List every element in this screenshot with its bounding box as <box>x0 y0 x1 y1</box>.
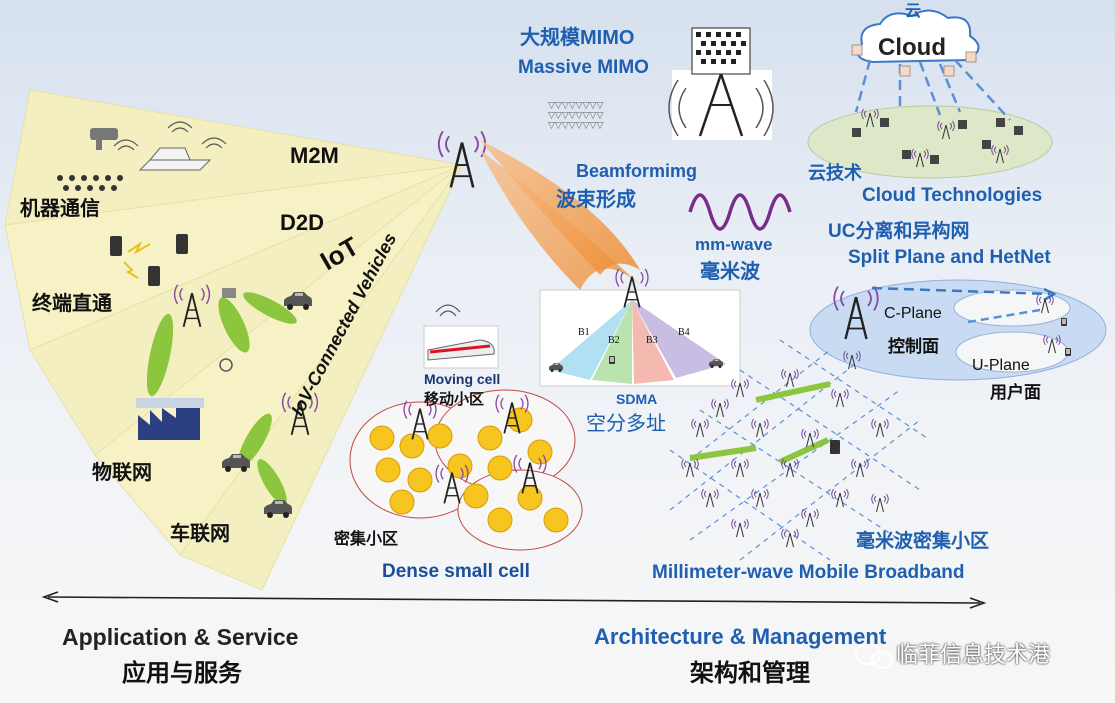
vehicle-network-label: 车联网 <box>170 523 230 545</box>
fan-background <box>4 89 463 591</box>
terminal-direct-label: 终端直通 <box>32 293 112 315</box>
cplane-cn-label: 控制面 <box>888 337 939 356</box>
massive-mimo-en-label: Massive MIMO <box>518 57 649 78</box>
beam-b3-label: B3 <box>646 335 658 346</box>
beamforming-cn-label: 波束形成 <box>556 189 636 211</box>
sdma-cn-label: 空分多址 <box>586 413 666 435</box>
iot-cn-label: 物联网 <box>92 462 152 484</box>
massive-mimo-cn-label: 大规模MIMO <box>520 27 635 49</box>
moving-cell-cn-label: 移动小区 <box>424 391 485 408</box>
application-service-en-label: Application & Service <box>62 624 299 650</box>
moving-cell-train-icon <box>423 304 499 369</box>
sdma-diagram <box>539 268 741 387</box>
massive-mimo-icon <box>668 27 774 140</box>
sdma-en-label: SDMA <box>616 391 658 407</box>
cloud-tech-en-label: Cloud Technologies <box>862 185 1043 206</box>
cloud-cn-label: 云 <box>905 3 922 20</box>
svg-text:▽▽▽▽▽▽▽▽: ▽▽▽▽▽▽▽▽ <box>548 101 603 111</box>
beam-b1-label: B1 <box>578 327 590 338</box>
split-en-label: Split Plane and HetNet <box>848 247 1051 268</box>
antenna-array-icon: ▽▽▽▽▽▽▽▽ ▽▽▽▽▽▽▽▽ ▽▽▽▽▽▽▽▽ <box>548 101 603 131</box>
watermark-text: 临菲信息技术港 <box>896 642 1051 667</box>
uplane-cn-label: 用户面 <box>990 383 1041 402</box>
d2d-phones-icon <box>110 234 188 286</box>
iot-links-icon <box>136 283 312 440</box>
beam-b2-label: B2 <box>608 335 620 346</box>
m2m-devices-icon <box>57 121 227 191</box>
application-service-cn-label: 应用与服务 <box>122 660 242 687</box>
watermark-logo-icon <box>855 643 893 669</box>
mmwave-dense-cn-label: 毫米波密集小区 <box>856 531 990 552</box>
moving-cell-en-label: Moving cell <box>424 371 501 387</box>
beam-b4-label: B4 <box>678 327 690 338</box>
mmwave-broadband-en-label: Millimeter-wave Mobile Broadband <box>652 562 965 583</box>
beam-to-sdma-2 <box>480 140 640 275</box>
svg-text:▽▽▽▽▽▽▽▽: ▽▽▽▽▽▽▽▽ <box>548 121 603 131</box>
mmwave-mesh-icon <box>669 339 931 561</box>
dense-en-label: Dense small cell <box>382 561 530 582</box>
d2d-label: D2D <box>280 210 325 235</box>
iov-links-icon <box>222 391 319 518</box>
timeline-arrow <box>41 591 987 609</box>
split-cn-label: UC分离和异构网 <box>828 221 970 242</box>
mmwave-en-label: mm-wave <box>695 235 773 254</box>
architecture-management-cn-label: 架构和管理 <box>690 660 810 687</box>
machine-comm-label: 机器通信 <box>20 198 100 220</box>
cplane-label: C-Plane <box>884 305 942 322</box>
split-plane-icon <box>809 279 1107 381</box>
beamforming-en-label: Beamformimg <box>576 161 698 181</box>
cloud-en-label: Cloud <box>878 34 946 61</box>
uplane-label: U-Plane <box>972 357 1030 374</box>
m2m-label: M2M <box>290 143 339 168</box>
dense-cn-label: 密集小区 <box>334 531 399 548</box>
architecture-management-en-label: Architecture & Management <box>594 624 887 649</box>
cloud-technology-icon <box>807 9 1053 179</box>
svg-text:▽▽▽▽▽▽▽▽: ▽▽▽▽▽▽▽▽ <box>548 111 603 121</box>
mmwave-cn-label: 毫米波 <box>700 261 760 283</box>
cloud-tech-cn-label: 云技术 <box>808 163 862 183</box>
dense-small-cell-icon <box>349 389 583 551</box>
mm-wave-signal <box>688 193 792 231</box>
